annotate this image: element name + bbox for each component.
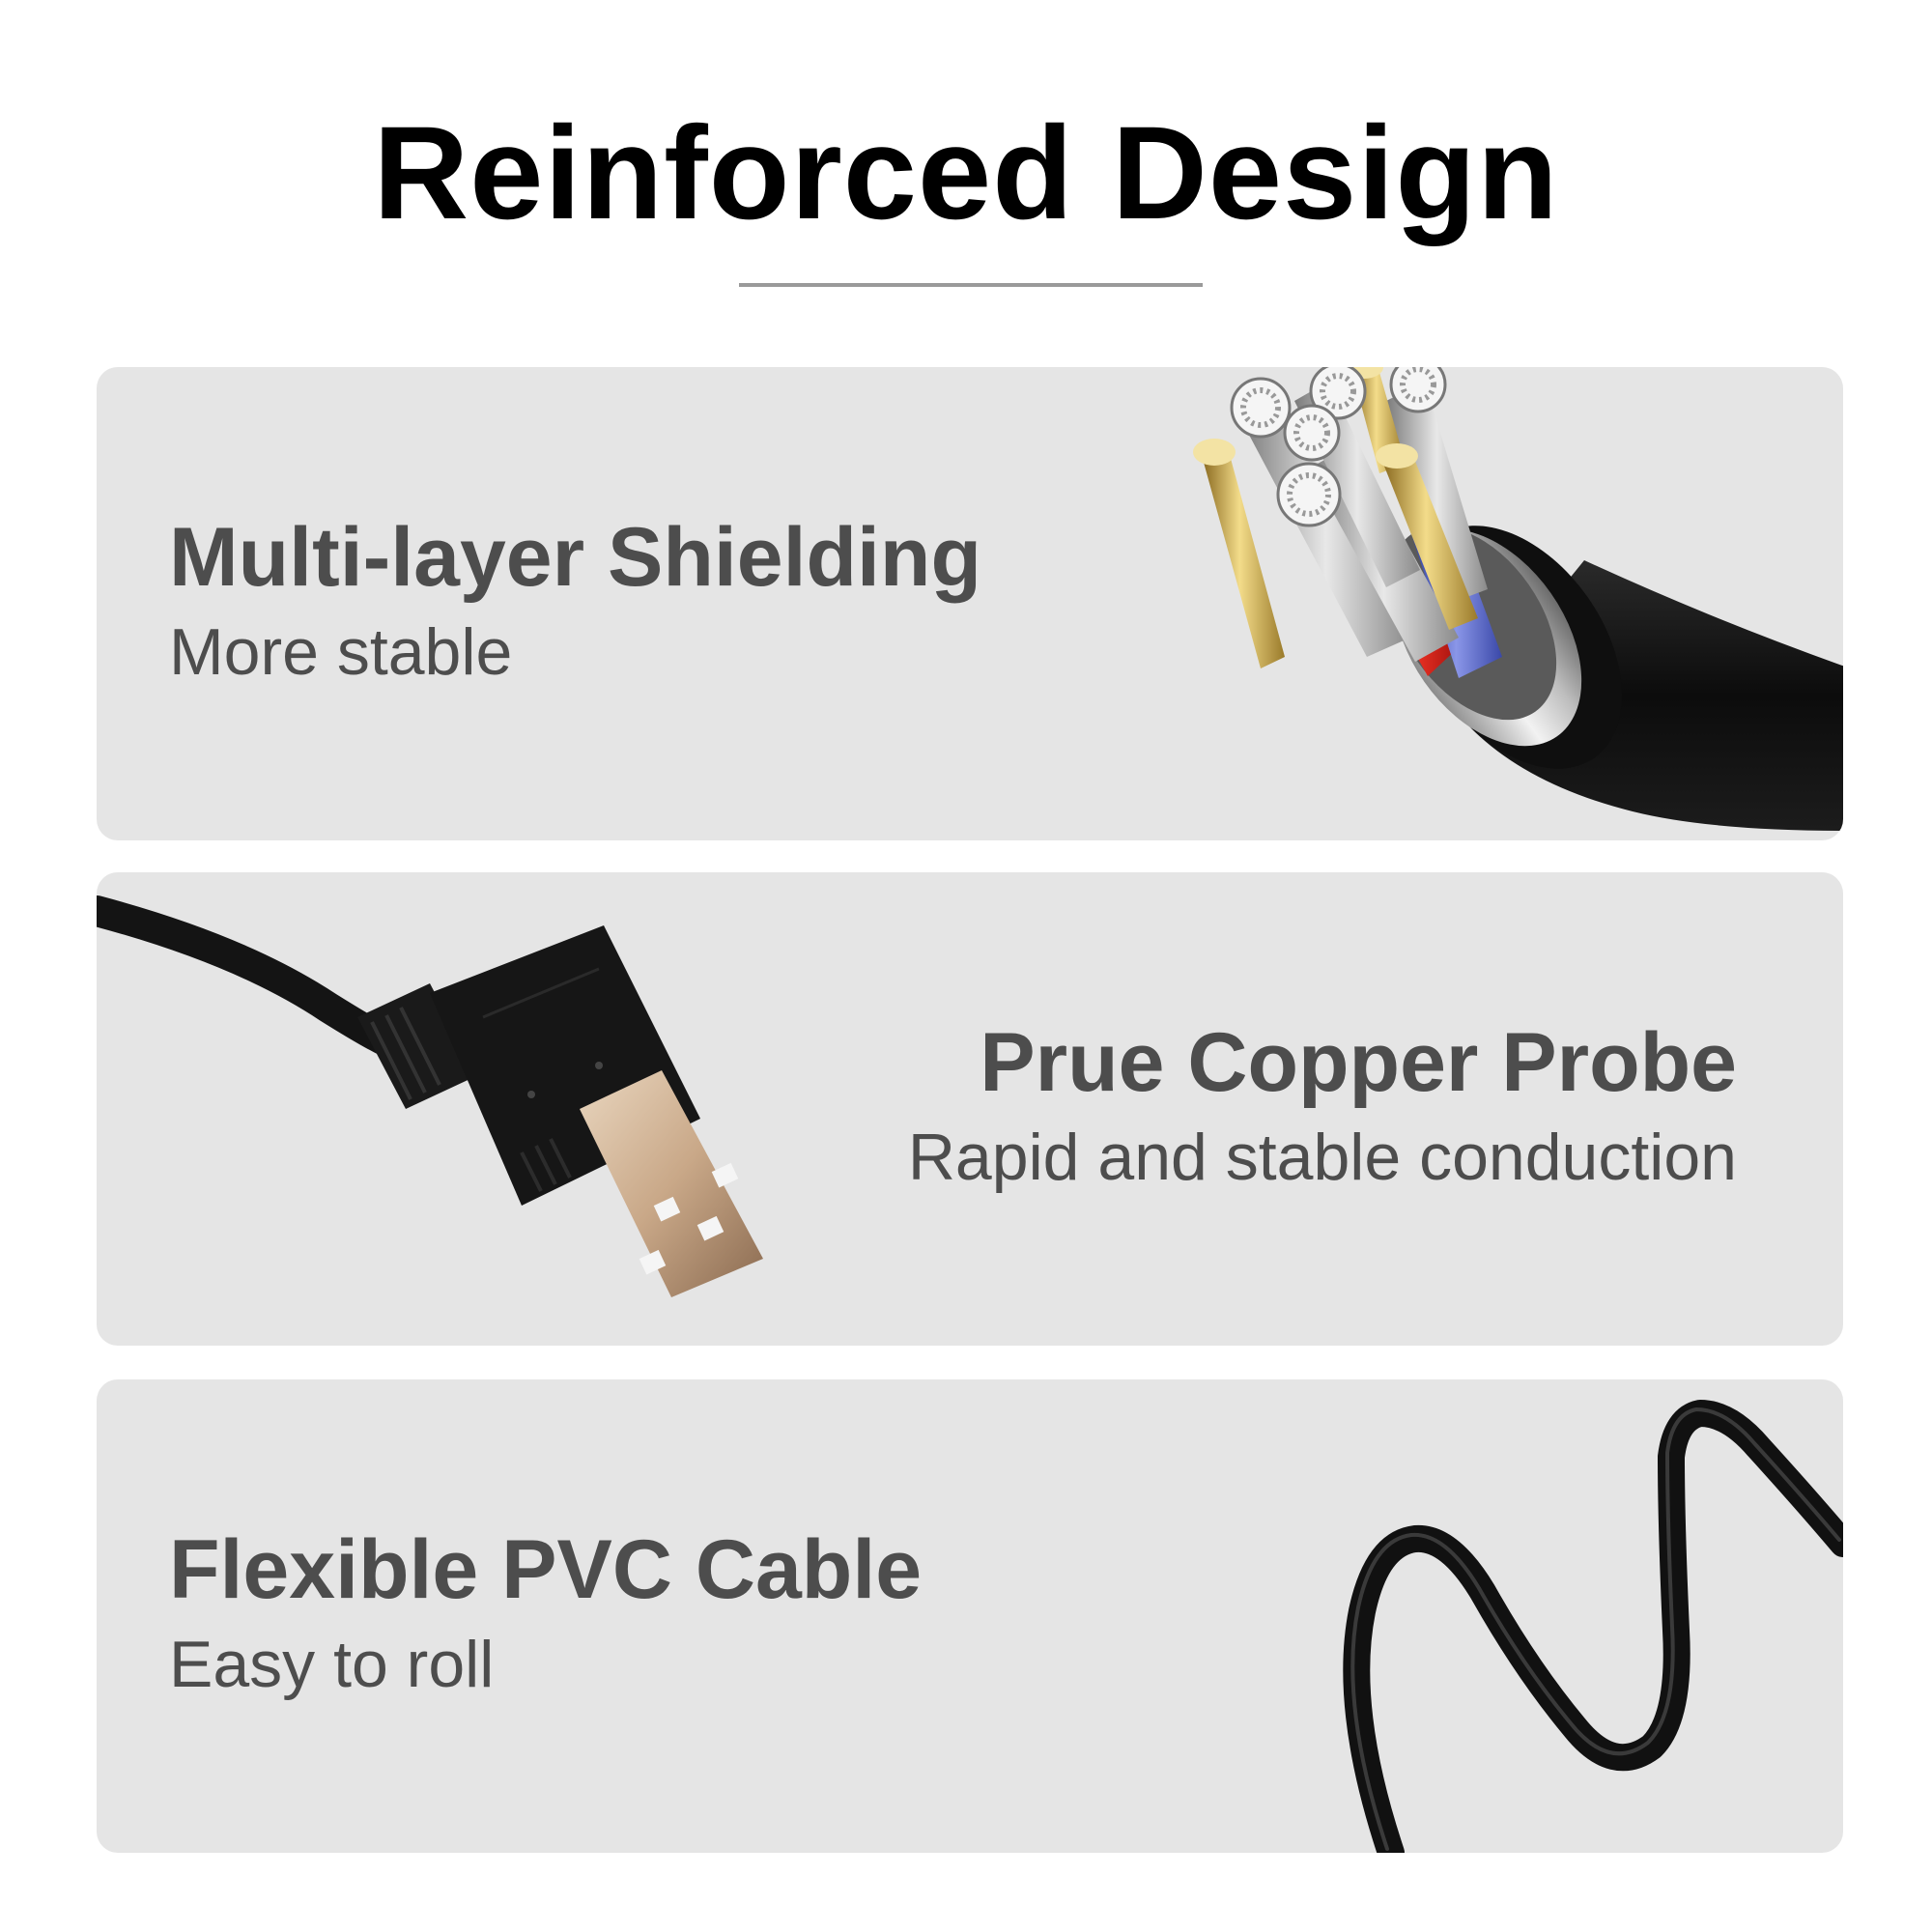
cable-cross-section-icon xyxy=(1193,367,1843,831)
feature-title: Flexible PVC Cable xyxy=(169,1523,923,1616)
feature-panel-shielding: Multi-layer Shielding More stable xyxy=(97,367,1843,840)
feature-subtitle: Rapid and stable conduction xyxy=(907,1121,1737,1194)
feature-subtitle: More stable xyxy=(169,615,513,689)
feature-panel-pvc-cable: Flexible PVC Cable Easy to roll xyxy=(97,1379,1843,1853)
page-title: Reinforced Design xyxy=(373,99,1559,247)
coiled-cable-icon xyxy=(1343,1400,1843,1853)
feature-subtitle: Easy to roll xyxy=(169,1628,495,1701)
feature-title: Prue Copper Probe xyxy=(980,1016,1737,1109)
feature-title: Multi-layer Shielding xyxy=(169,511,981,604)
title-divider xyxy=(739,283,1203,287)
feature-panel-copper-probe: Prue Copper Probe Rapid and stable condu… xyxy=(97,872,1843,1346)
usb-a-plug-icon xyxy=(97,895,763,1297)
